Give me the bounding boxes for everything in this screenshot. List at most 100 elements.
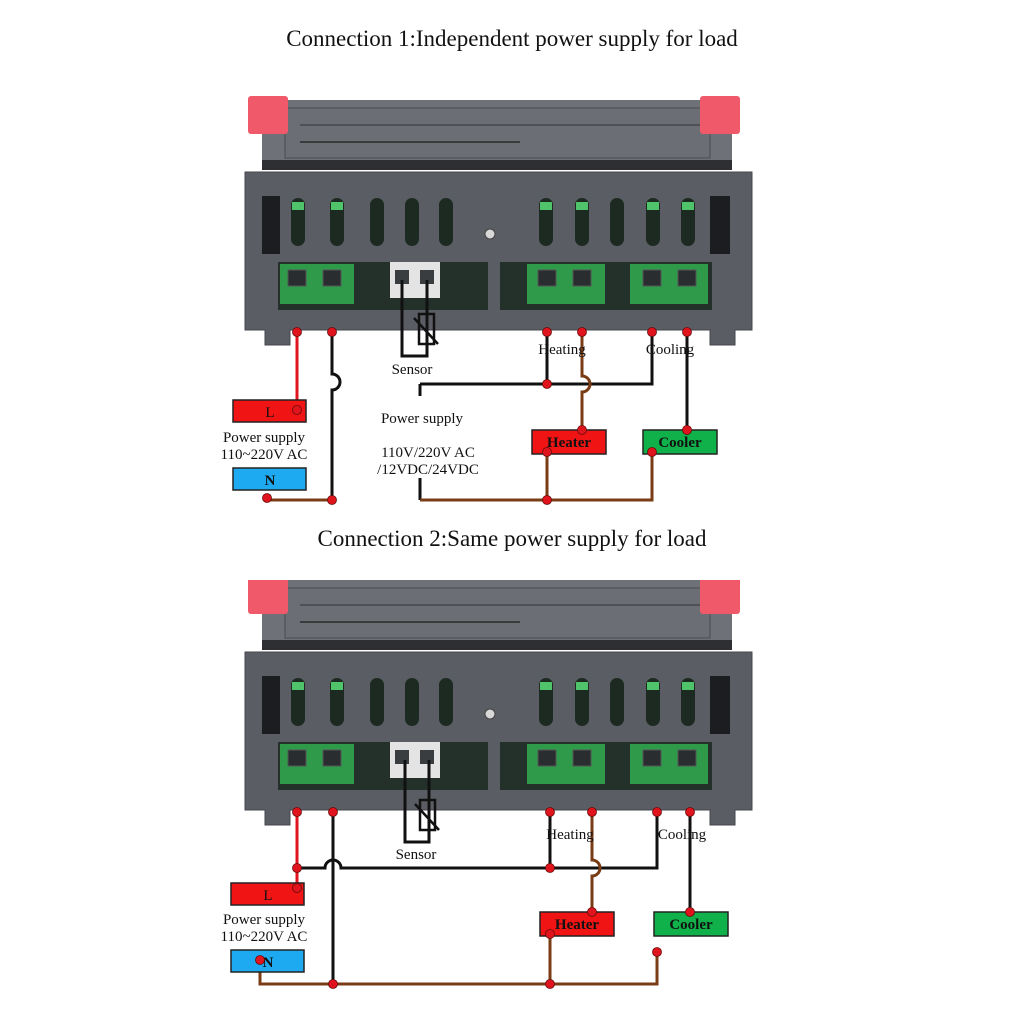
heating-label: Heating (538, 342, 586, 358)
vent-slot (405, 198, 419, 246)
controller-body (244, 171, 753, 346)
junction-node (292, 883, 302, 893)
heater-label: Heater (547, 435, 591, 451)
vent-terminal (540, 682, 552, 690)
junction-node (685, 907, 695, 917)
connection-2-diagram: L N Heater Cooler Sensor Heating Cooling… (221, 580, 753, 989)
sensor-pin (420, 750, 434, 764)
junction-node (328, 807, 338, 817)
junction-node (545, 807, 555, 817)
heater-label: Heater (555, 917, 599, 933)
line-box-label: L (263, 888, 272, 904)
vent-slot (370, 678, 384, 726)
right-latch (700, 96, 740, 134)
vent-terminal (331, 202, 343, 210)
vent-slot (439, 198, 453, 246)
vent-terminal (331, 682, 343, 690)
junction-node (577, 327, 587, 337)
terminal-screw (572, 269, 592, 287)
side-slot-right (710, 676, 730, 734)
wire-line-bus (297, 812, 659, 870)
wire-heating-no (590, 812, 602, 912)
junction-node (255, 955, 265, 965)
terminal-screw (287, 269, 307, 287)
neutral-box (230, 949, 305, 973)
junction-node (652, 807, 662, 817)
junction-node (647, 447, 657, 457)
terminal-screw (537, 269, 557, 287)
vent-terminal (292, 682, 304, 690)
terminal-screw (322, 269, 342, 287)
controller-body (244, 651, 753, 826)
load-supply-line2: /12VDC/24VDC (377, 462, 479, 478)
neutral-box-label: N (263, 955, 274, 971)
junction-node (647, 327, 657, 337)
neutral-box-label: N (265, 473, 276, 489)
junction-node (545, 929, 555, 939)
power-supply-label: Power supply (223, 430, 306, 446)
lid-gap (262, 640, 732, 650)
vent-slot (439, 678, 453, 726)
junction-node (292, 863, 302, 873)
vent-terminal (647, 202, 659, 210)
junction-node (542, 327, 552, 337)
sensor-thermistor-icon (414, 798, 440, 832)
junction-node (545, 863, 555, 873)
wire-sensor (400, 280, 429, 358)
vent-terminal (647, 682, 659, 690)
junction-node (545, 979, 555, 989)
left-latch (248, 580, 288, 614)
terminal-screw (537, 749, 557, 767)
wire-neutral-brown (265, 498, 332, 502)
housing-screw (484, 708, 496, 720)
vent-slot (370, 198, 384, 246)
sensor-label: Sensor (396, 847, 437, 863)
connection-1-title: Connection 1:Independent power supply fo… (286, 26, 738, 51)
cooler-label: Cooler (658, 435, 702, 451)
cooling-label: Cooling (658, 827, 707, 843)
terminal-screw (322, 749, 342, 767)
label-plate (284, 587, 711, 639)
junction-node (292, 327, 302, 337)
side-slot-left (262, 196, 280, 254)
line-box (230, 882, 305, 906)
junction-node (587, 907, 597, 917)
vent-terminal (540, 202, 552, 210)
junction-node (542, 379, 552, 389)
line-box (232, 399, 307, 423)
junction-nodes (262, 327, 692, 505)
terminal-screw (642, 749, 662, 767)
junction-node (682, 425, 692, 435)
junction-nodes (255, 807, 695, 989)
junction-node (682, 327, 692, 337)
junction-node (327, 327, 337, 337)
controller-housing (244, 580, 753, 826)
controller-housing (244, 96, 753, 346)
junction-node (292, 405, 302, 415)
load-supply-line1: 110V/220V AC (381, 445, 475, 461)
sensor-pin (395, 750, 409, 764)
wire-heating-no (580, 332, 592, 430)
wire-neutral-brown (258, 952, 659, 986)
neutral-box (232, 467, 307, 491)
sensor-thermistor-icon (413, 312, 439, 346)
connection-2-title: Connection 2:Same power supply for load (317, 526, 707, 551)
vent-terminal (576, 202, 588, 210)
connection-1-diagram: L N Heater Cooler Sensor Heating Cooling… (221, 96, 753, 505)
wire-neutral-black (330, 332, 342, 500)
power-rating-label: 110~220V AC (221, 929, 308, 945)
vent-terminal (292, 202, 304, 210)
left-latch (248, 96, 288, 134)
sensor-pin (420, 270, 434, 284)
vent-slot (610, 678, 624, 726)
cooling-label: Cooling (646, 342, 695, 358)
junction-node (542, 447, 552, 457)
power-rating-label: 110~220V AC (221, 447, 308, 463)
junction-node (542, 495, 552, 505)
terminal-screw (642, 269, 662, 287)
junction-node (262, 493, 272, 503)
wire-load-return (420, 452, 654, 502)
junction-node (327, 495, 337, 505)
junction-node (577, 425, 587, 435)
sensor-pin (395, 270, 409, 284)
